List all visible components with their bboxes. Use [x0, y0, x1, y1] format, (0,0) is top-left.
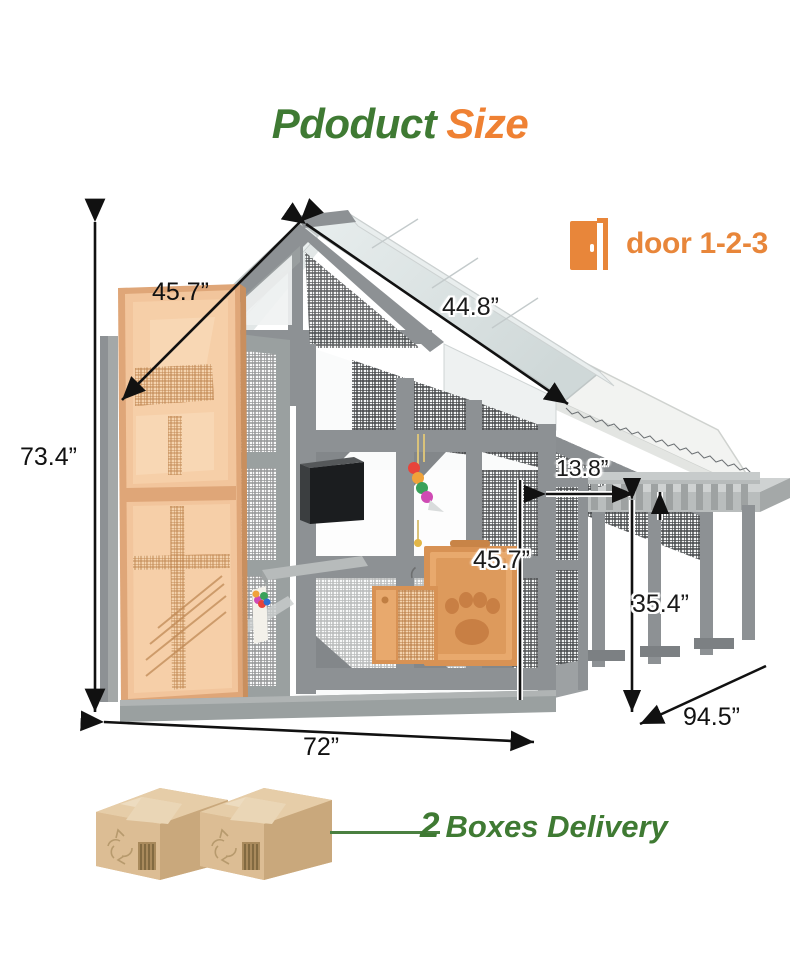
- flower-toy-icon: [252, 586, 271, 644]
- title-part-1: Pdoduct: [271, 100, 437, 147]
- dim-label-balcony-height: 35.4”: [632, 590, 689, 618]
- dim-line-width: [80, 710, 535, 752]
- open-door-panel: [118, 284, 248, 706]
- door-badge: door 1-2-3: [570, 218, 768, 270]
- dim-label-door-panel: 45.7”: [473, 546, 530, 574]
- dimension-lines-overlay: [517, 477, 670, 712]
- delivery-text: Boxes Delivery: [445, 809, 668, 844]
- delivery-count: 2: [420, 806, 440, 845]
- dimension-lines: [80, 198, 767, 752]
- title-part-2: Size: [446, 100, 529, 147]
- box-1: [96, 788, 228, 880]
- hanging-toy-icon: [408, 434, 444, 547]
- delivery-rule: [330, 831, 440, 834]
- dim-line-roof-right: [280, 202, 569, 406]
- delivery-boxes: [96, 788, 332, 880]
- small-mesh-door: [372, 586, 438, 664]
- box-2: [200, 788, 332, 880]
- dim-line-depth: [639, 664, 767, 726]
- door-icon: [570, 218, 618, 270]
- dim-label-height: 73.4”: [20, 443, 77, 471]
- dim-label-roof-left: 45.7”: [152, 278, 209, 306]
- dim-label-balcony-width: 13.8”: [556, 455, 609, 481]
- dim-label-width: 72”: [303, 733, 340, 761]
- dim-label-roof-right: 44.8”: [442, 293, 499, 321]
- door-badge-label: door 1-2-3: [626, 227, 769, 260]
- dim-line-roof-left: [121, 198, 324, 401]
- dim-label-depth: 94.5”: [683, 703, 740, 731]
- cat-door-paw: [410, 540, 518, 666]
